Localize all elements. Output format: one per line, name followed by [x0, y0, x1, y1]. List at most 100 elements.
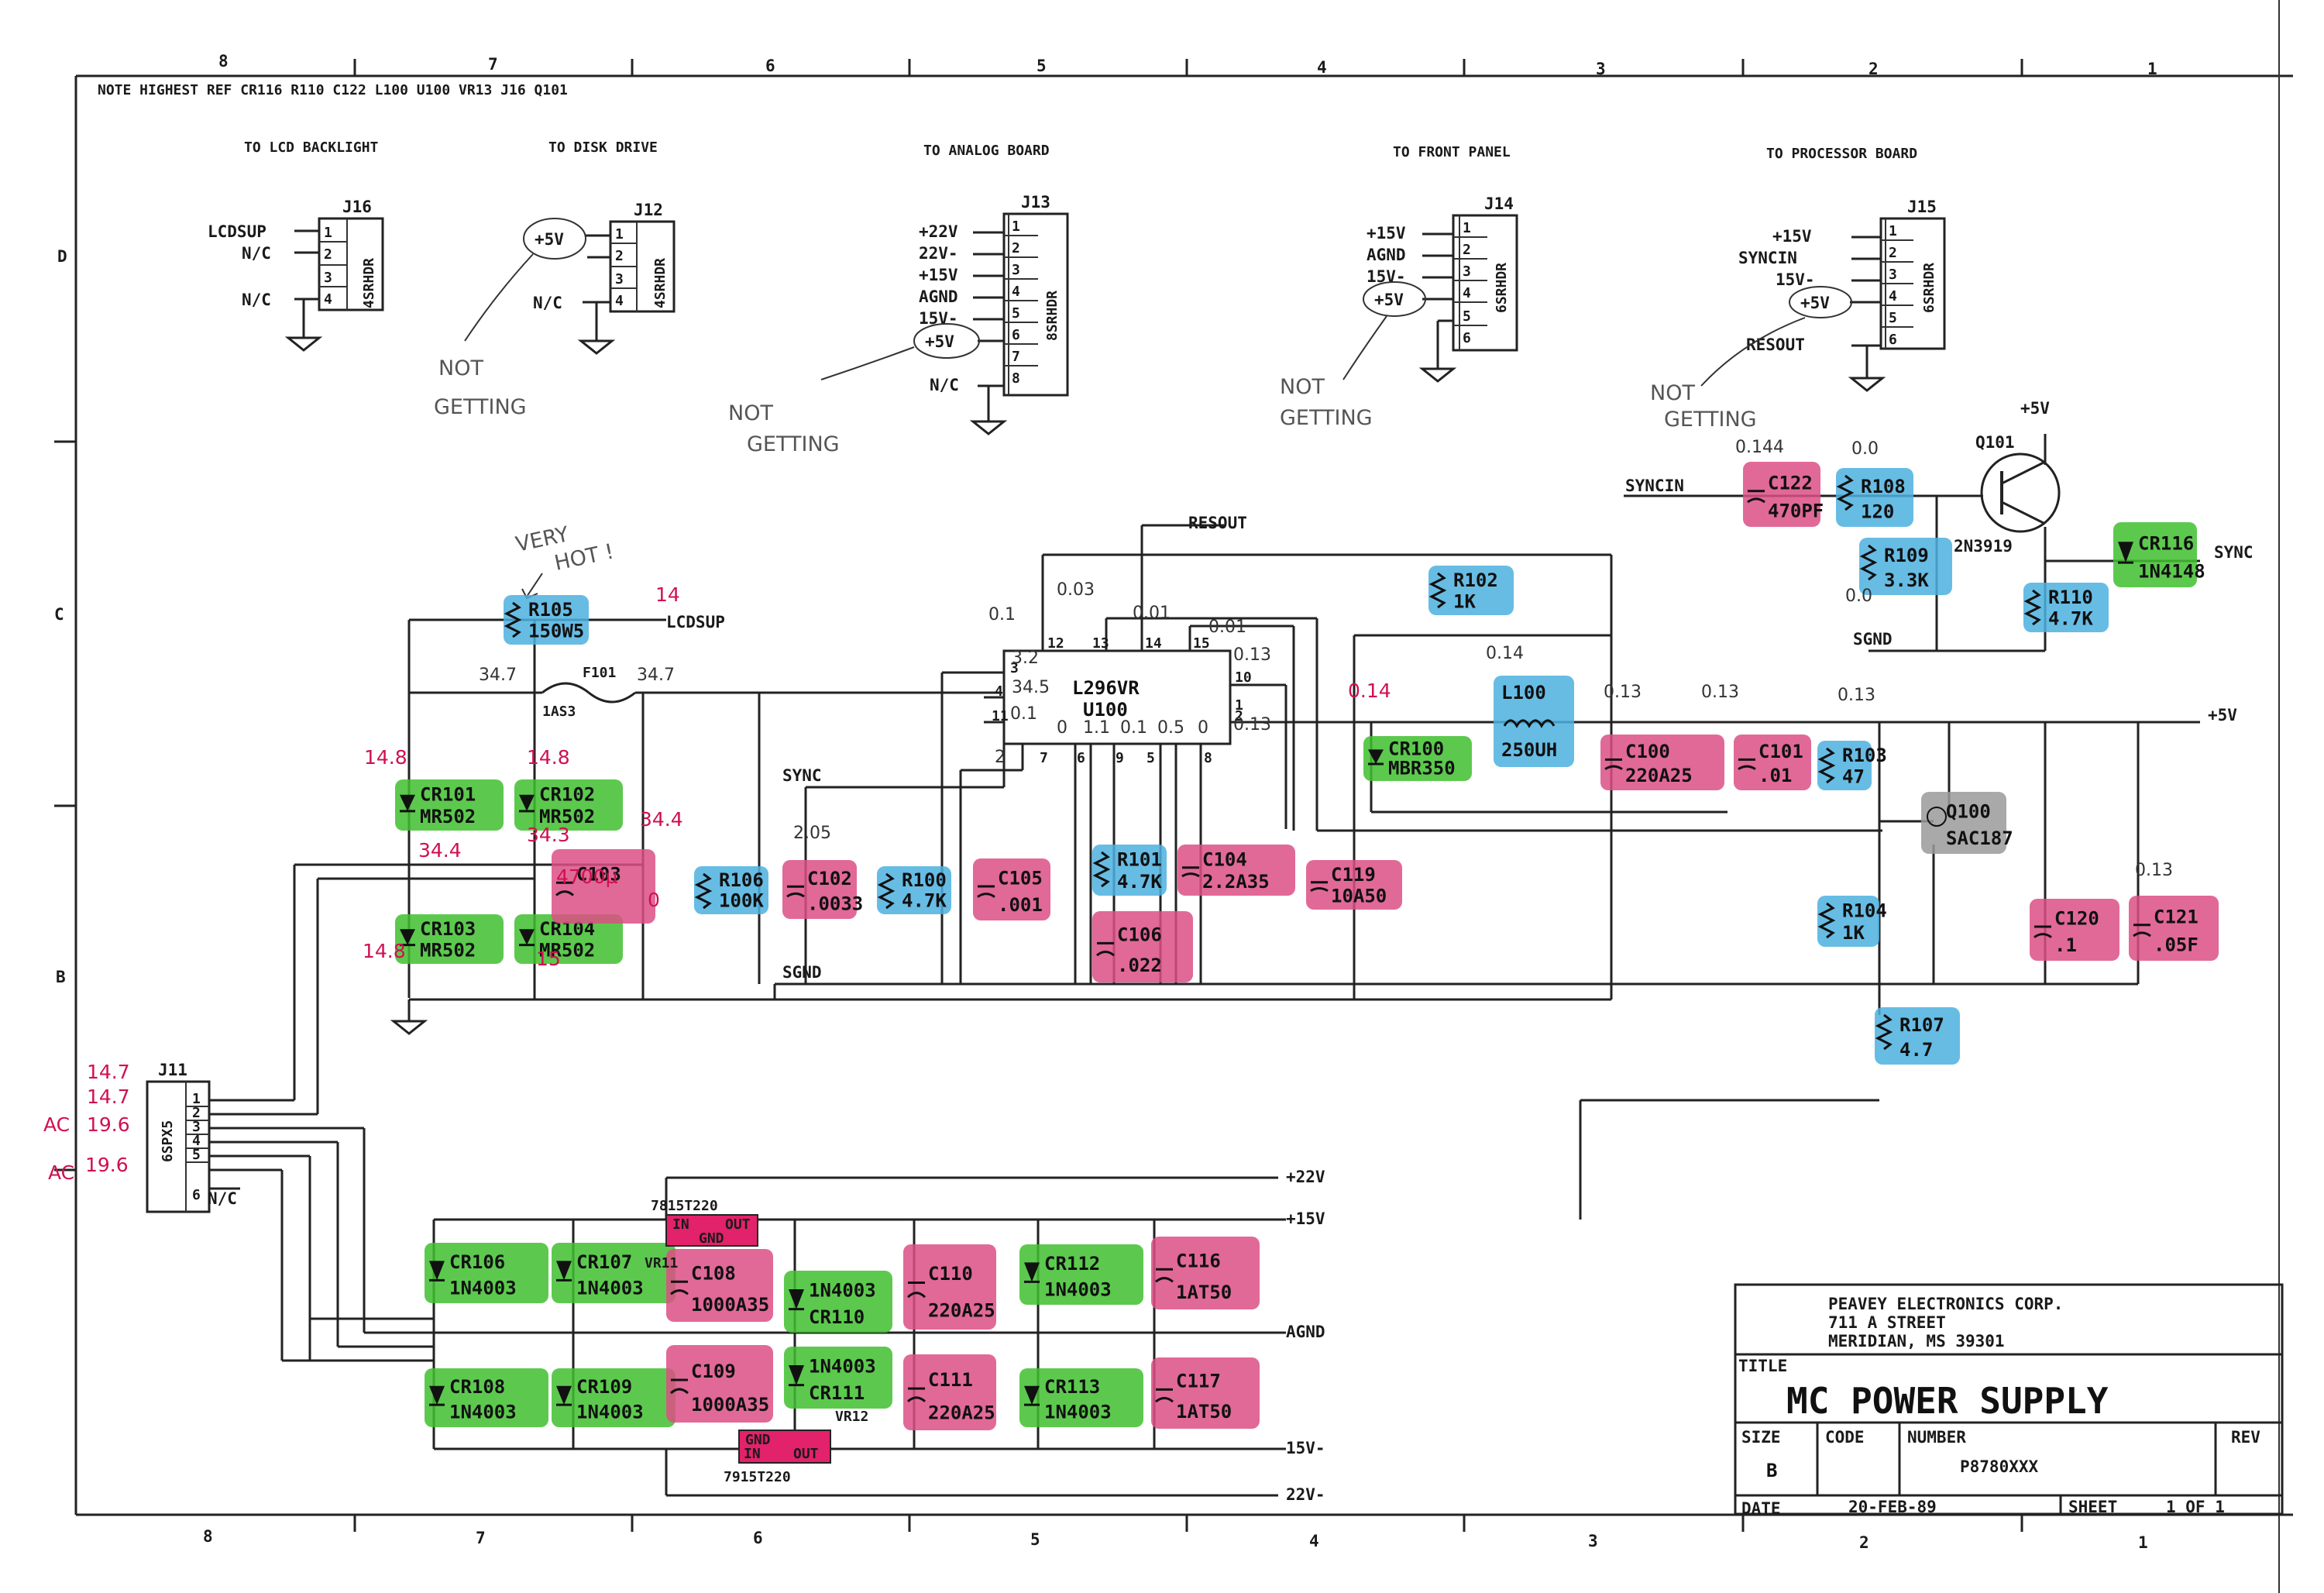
l100-inductor-coil — [1503, 719, 1556, 728]
c100-cap-plate-b — [1604, 765, 1623, 770]
cr110-value: CR110 — [809, 1306, 865, 1328]
title-block: PEAVEY ELECTRONICS CORP. 711 A STREET ME… — [1734, 1283, 2284, 1518]
cr102-value: MR502 — [539, 806, 595, 827]
component-c106: C106.022 — [1092, 911, 1193, 982]
tb-code-label: CODE — [1825, 1428, 1865, 1447]
c101-highlight — [1734, 735, 1811, 790]
j15-pin-2: 2 — [1889, 245, 1897, 261]
r101-ref: R101 — [1117, 849, 1162, 871]
j15-label-5: RESOUT — [1746, 335, 1805, 354]
j13-pin-6: 6 — [1012, 327, 1020, 343]
net-lcdsup: LCDSUP — [666, 613, 725, 631]
c122-value: 470PF — [1768, 500, 1824, 521]
j15-pin-5: 5 — [1889, 310, 1897, 326]
r100-ref: R100 — [902, 869, 947, 891]
c100-ref: C100 — [1625, 741, 1670, 762]
tb-rev-label: REV — [2231, 1428, 2260, 1447]
cr116-diode-symbol — [2118, 542, 2133, 563]
c106-ref: C106 — [1117, 924, 1162, 946]
tb-size-label: SIZE — [1741, 1428, 1781, 1447]
net-minus22v: 22V- — [1286, 1485, 1325, 1504]
q101-collector — [2001, 460, 2046, 485]
l100-ref: L100 — [1501, 682, 1546, 704]
c109-cap-plate-b — [669, 1388, 689, 1395]
j11-pin-3: 3 — [192, 1119, 201, 1135]
cr110-highlight — [784, 1271, 892, 1333]
vr12-ref: VR12 — [835, 1409, 868, 1425]
cr106-ref: CR106 — [449, 1251, 505, 1273]
j14-pin-1: 1 — [1463, 220, 1471, 236]
svg-text:GETTING: GETTING — [747, 432, 840, 456]
meas-c121: 0.13 — [2135, 861, 2173, 880]
cr111-ref: 1N4003 — [809, 1356, 876, 1378]
c103-cap-plate-b — [555, 890, 574, 896]
meas-r105: 14 — [655, 583, 680, 606]
note-not-getting-2: NOT GETTING — [728, 401, 840, 456]
cr113-diode-symbol — [1024, 1385, 1040, 1405]
u100-ref: U100 — [1083, 699, 1128, 721]
meas-u-top2: 0.03 — [1057, 580, 1095, 600]
zone-bottom-3: 3 — [1588, 1532, 1598, 1550]
c119-cap-plate-b — [1310, 886, 1329, 893]
meas-j11-3: 19.6 — [87, 1113, 130, 1136]
r106-resistor-zigzag — [694, 872, 713, 910]
c116-highlight — [1151, 1237, 1260, 1309]
j14-pin-5: 5 — [1463, 308, 1471, 325]
cr112-highlight — [1019, 1244, 1143, 1305]
tb-address: 711 A STREET — [1828, 1313, 1946, 1332]
meas-cr100: 0.14 — [1348, 680, 1391, 702]
r106-highlight — [694, 866, 768, 914]
connector-j16-name: J16 — [342, 198, 372, 216]
cr107-ref: CR107 — [576, 1251, 632, 1273]
q101-value: 2N3919 — [1954, 537, 2013, 556]
j13-pin-3: 3 — [1012, 262, 1020, 278]
cr111-diode-symbol — [789, 1365, 804, 1385]
zone-top-8: 8 — [218, 52, 229, 71]
zone-bottom-6: 6 — [753, 1529, 763, 1547]
connector-j13: J13 1 2 3 4 5 6 7 8 8SRHDR +22V 22V- +15… — [820, 193, 1069, 435]
svg-text:NOT: NOT — [438, 356, 483, 380]
note-very-hot: VERY HOT ! — [514, 522, 616, 600]
connector-j11: J11 1 2 3 4 5 6 6SPX5 N/C — [146, 1061, 240, 1213]
meas-u-pin7: 2 — [995, 748, 1006, 767]
connector-j11-name: J11 — [158, 1061, 187, 1079]
net-plus22v: +22V — [1286, 1168, 1325, 1186]
meas-c100: 0.13 — [1604, 683, 1642, 702]
zone-left-c: C — [54, 605, 64, 624]
c110-highlight — [903, 1244, 996, 1330]
tb-sheet-label: SHEET — [2068, 1498, 2117, 1516]
cr100-diode-symbol — [1368, 749, 1384, 764]
c117-ref: C117 — [1176, 1371, 1221, 1392]
net-sync: SYNC — [782, 766, 822, 785]
zone-top-3: 3 — [1596, 60, 1606, 78]
vr12-body — [738, 1430, 831, 1464]
connector-j12: J12 1 2 3 4 4SRHDR +5V N/C — [464, 201, 676, 355]
u100-pin-7: 7 — [1040, 750, 1048, 766]
r106-ref: R106 — [719, 869, 764, 891]
connector-j16: J16 1 2 3 4 4SRHDR LCDSUP N/C N/C — [208, 198, 384, 352]
j12-pin-3: 3 — [615, 271, 624, 287]
tb-size: B — [1766, 1460, 1777, 1481]
q101-ref: Q101 — [1975, 433, 2015, 452]
vr11-pin-c: GND — [699, 1230, 724, 1247]
c108-highlight — [666, 1249, 773, 1322]
cr108-ref: CR108 — [449, 1376, 505, 1398]
cr113-ref: CR113 — [1044, 1376, 1100, 1398]
r100-resistor-zigzag — [877, 872, 896, 910]
r104-value: 1K — [1842, 922, 1865, 944]
r108-ref: R108 — [1861, 476, 1906, 497]
j16-label-1: LCDSUP — [208, 222, 266, 241]
j13-pin-1: 1 — [1012, 218, 1020, 235]
cr103-highlight — [395, 914, 504, 964]
u100-pin-1: 1 — [1235, 697, 1243, 714]
vr11-pin-b: OUT — [725, 1216, 751, 1233]
cr100-value: MBR350 — [1388, 757, 1456, 779]
zone-left-d: D — [57, 247, 67, 266]
